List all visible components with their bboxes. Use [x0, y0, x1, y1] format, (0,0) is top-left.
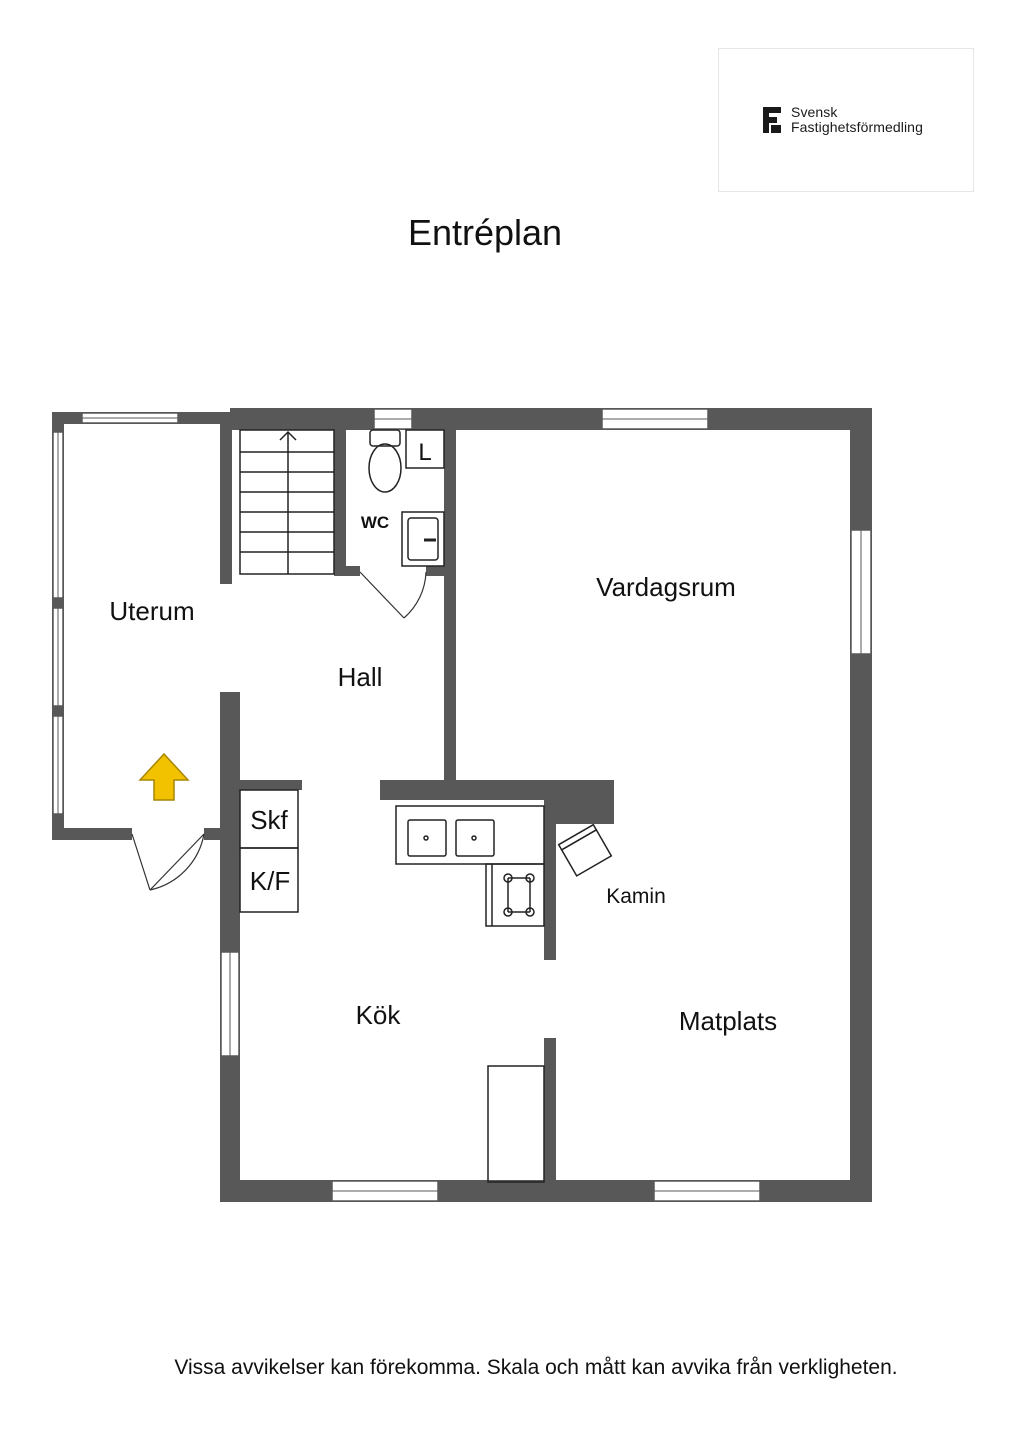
kitchen-counter	[395, 805, 545, 865]
label-kf: K/F	[250, 866, 290, 896]
doors	[131, 571, 427, 891]
label-hall: Hall	[338, 662, 383, 692]
wall-kitchen-right-lower	[544, 1038, 556, 1188]
wc-fixtures	[368, 429, 445, 567]
wc-sink	[401, 511, 445, 567]
kamin-icon	[557, 823, 613, 877]
window-lines	[57, 417, 862, 1192]
staircase	[239, 429, 335, 575]
wc-fixture-box	[405, 429, 445, 469]
label-vardagsrum: Vardagsrum	[596, 572, 736, 602]
wall-uterum-bottom-b	[204, 828, 240, 840]
sf-logo-icon	[763, 107, 781, 133]
stove	[485, 863, 545, 927]
windows	[52, 408, 872, 1202]
disclaimer: Vissa avvikelser kan förekomma. Skala oc…	[174, 1356, 898, 1379]
wall-uterum-right-upper	[220, 412, 232, 584]
wall-wc-bottom-a	[334, 566, 360, 576]
label-wc-fixture: L	[418, 439, 431, 466]
label-matplats: Matplats	[679, 1006, 777, 1036]
entrance-door	[131, 833, 151, 891]
wc-door	[359, 571, 405, 619]
sink-basin	[407, 819, 447, 857]
wall-wc-bottom-b	[426, 566, 456, 576]
sink-basin	[455, 819, 495, 857]
wall-kitchen-right-upper	[544, 824, 556, 960]
wall-uterum-bottom-a	[52, 828, 132, 840]
logo-line-2: Fastighetsförmedling	[791, 119, 923, 135]
kitchen-island	[487, 1065, 545, 1183]
label-skf: Skf	[250, 805, 288, 835]
label-kok: Kök	[356, 1000, 402, 1030]
closets	[239, 789, 299, 913]
wall-right	[850, 408, 872, 1202]
wall-left-kitchen	[220, 692, 240, 1202]
toilet-bowl	[368, 443, 402, 493]
kitchen-fixtures	[395, 805, 545, 1183]
entrance-arrow-icon	[138, 752, 190, 801]
wall-wc-left	[334, 428, 346, 572]
wall-top-main	[230, 408, 872, 430]
label-uterum: Uterum	[109, 596, 194, 626]
label-wc: WC	[361, 513, 389, 532]
walls	[52, 408, 872, 1202]
toilet-tank	[369, 429, 401, 447]
floor-title: Entréplan	[407, 212, 563, 253]
logo-text: Svensk Fastighetsförmedling	[791, 105, 923, 135]
wall-closet-top	[238, 780, 302, 790]
logo-line-1: Svensk	[791, 104, 838, 120]
wall-hall-right	[444, 428, 456, 800]
logo-box: Svensk Fastighetsförmedling	[718, 48, 974, 192]
label-kamin: Kamin	[606, 885, 666, 908]
closet-kf	[239, 847, 299, 913]
wall-kamin-block	[544, 780, 614, 824]
